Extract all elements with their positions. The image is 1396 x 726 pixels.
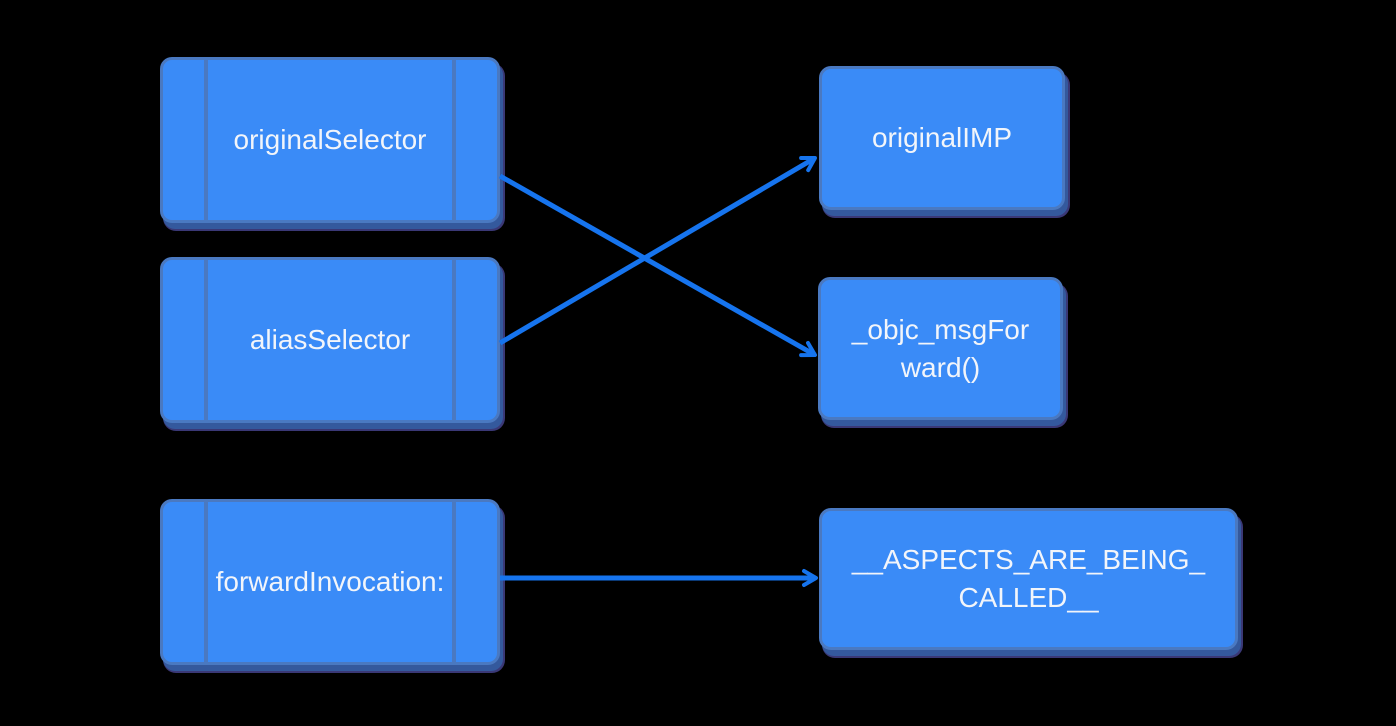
- node-label: __ASPECTS_ARE_BEING_CALLED__: [851, 544, 1206, 613]
- node-alias-selector: aliasSelector: [160, 257, 500, 423]
- process-sidebar: [452, 502, 456, 662]
- process-sidebar: [204, 260, 208, 420]
- node-aspects-are-being-called: __ASPECTS_ARE_BEING_CALLED__: [819, 508, 1238, 650]
- node-objc-msgforward: _objc_msgForward(): [818, 277, 1063, 420]
- node-forward-invocation: forwardInvocation:: [160, 499, 500, 665]
- node-original-selector: originalSelector: [160, 57, 500, 223]
- edge-originalselector-to-objc-msgforward: [498, 173, 817, 358]
- edge-aliasselector-to-originalimp: [498, 155, 817, 346]
- process-sidebar: [452, 60, 456, 220]
- node-label: forwardInvocation:: [215, 566, 445, 598]
- process-sidebar: [204, 60, 208, 220]
- node-label: _objc_msgForward(): [851, 313, 1030, 383]
- process-sidebar: [204, 502, 208, 662]
- node-label: originalSelector: [233, 124, 427, 156]
- node-original-imp: originalIMP: [819, 66, 1065, 210]
- node-label: originalIMP: [871, 122, 1013, 154]
- node-label: aliasSelector: [249, 324, 411, 356]
- process-sidebar: [452, 260, 456, 420]
